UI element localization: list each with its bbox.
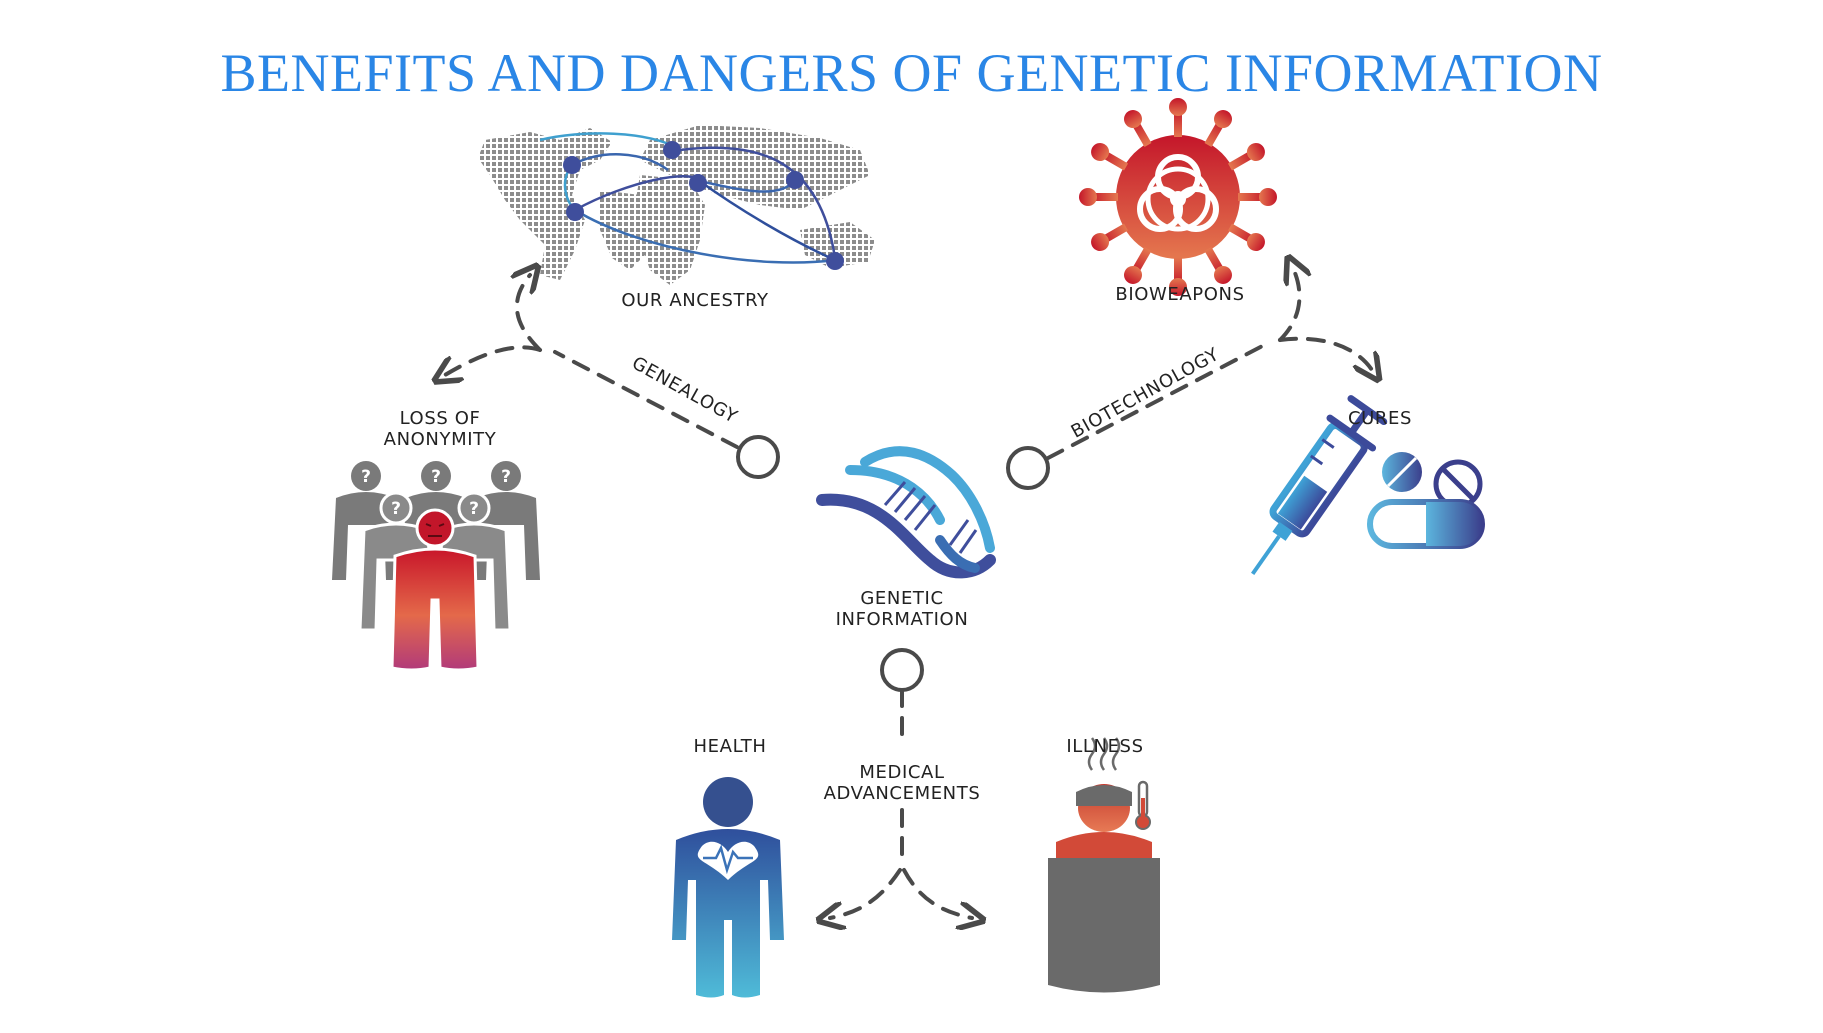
- genealogy-node: [736, 435, 780, 479]
- biotechnology-label: BIOTECHNOLOGY: [1068, 344, 1223, 443]
- svg-text:?: ?: [361, 467, 371, 487]
- genetic-information-label: GENETIC INFORMATION: [802, 588, 1002, 630]
- medical-branch-health: [830, 868, 902, 918]
- genealogy-label: GENEALOGY: [628, 353, 741, 428]
- dna-helix-icon: [816, 446, 996, 579]
- medical-advancements-line1: MEDICAL: [859, 762, 945, 783]
- health-label: HEALTH: [693, 736, 767, 757]
- people-crowd-icon: ? ? ? ? ?: [332, 461, 540, 672]
- medical-node: [880, 648, 924, 692]
- svg-text:?: ?: [469, 499, 479, 519]
- bioweapons-label: BIOWEAPONS: [1115, 284, 1245, 305]
- biotech-branch-cures: [1278, 336, 1372, 370]
- healthy-person-icon: [672, 777, 784, 998]
- genealogy-branch-anonymity: [445, 345, 542, 375]
- medical-advancements-label: MEDICAL ADVANCEMENTS: [802, 762, 1002, 804]
- biotechnology-connector: [1046, 340, 1272, 460]
- loss-of-anonymity-line1: LOSS OF: [399, 408, 481, 429]
- illness-label: ILLNESS: [1066, 736, 1144, 757]
- medical-branch-illness: [902, 868, 972, 918]
- genealogy-connector: [553, 350, 739, 449]
- svg-text:?: ?: [391, 499, 401, 519]
- page-title: BENEFITS AND DANGERS OF GENETIC INFORMAT…: [220, 43, 1603, 103]
- genetic-information-line1: GENETIC: [860, 588, 944, 609]
- thermometer-icon: [1135, 780, 1151, 830]
- loss-of-anonymity-line2: ANONYMITY: [383, 429, 497, 450]
- medical-advancements-line2: ADVANCEMENTS: [823, 783, 981, 804]
- genetic-information-line2: INFORMATION: [835, 609, 969, 630]
- world-map-icon: [478, 125, 875, 285]
- biotech-branch-bioweapons: [1278, 268, 1299, 342]
- biotechnology-node: [1006, 446, 1050, 490]
- loss-of-anonymity-label: LOSS OF ANONYMITY: [340, 408, 540, 450]
- biohazard-virus-icon: [1079, 98, 1277, 296]
- ancestry-label: OUR ANCESTRY: [621, 290, 769, 311]
- genealogy-branch-ancestry: [517, 275, 540, 352]
- cures-label: CURES: [1347, 408, 1413, 429]
- sick-person-icon: [1048, 737, 1160, 993]
- svg-text:?: ?: [431, 467, 441, 487]
- syringe-icon: [1251, 395, 1388, 576]
- pills-icon: [1367, 452, 1485, 549]
- svg-text:?: ?: [501, 467, 511, 487]
